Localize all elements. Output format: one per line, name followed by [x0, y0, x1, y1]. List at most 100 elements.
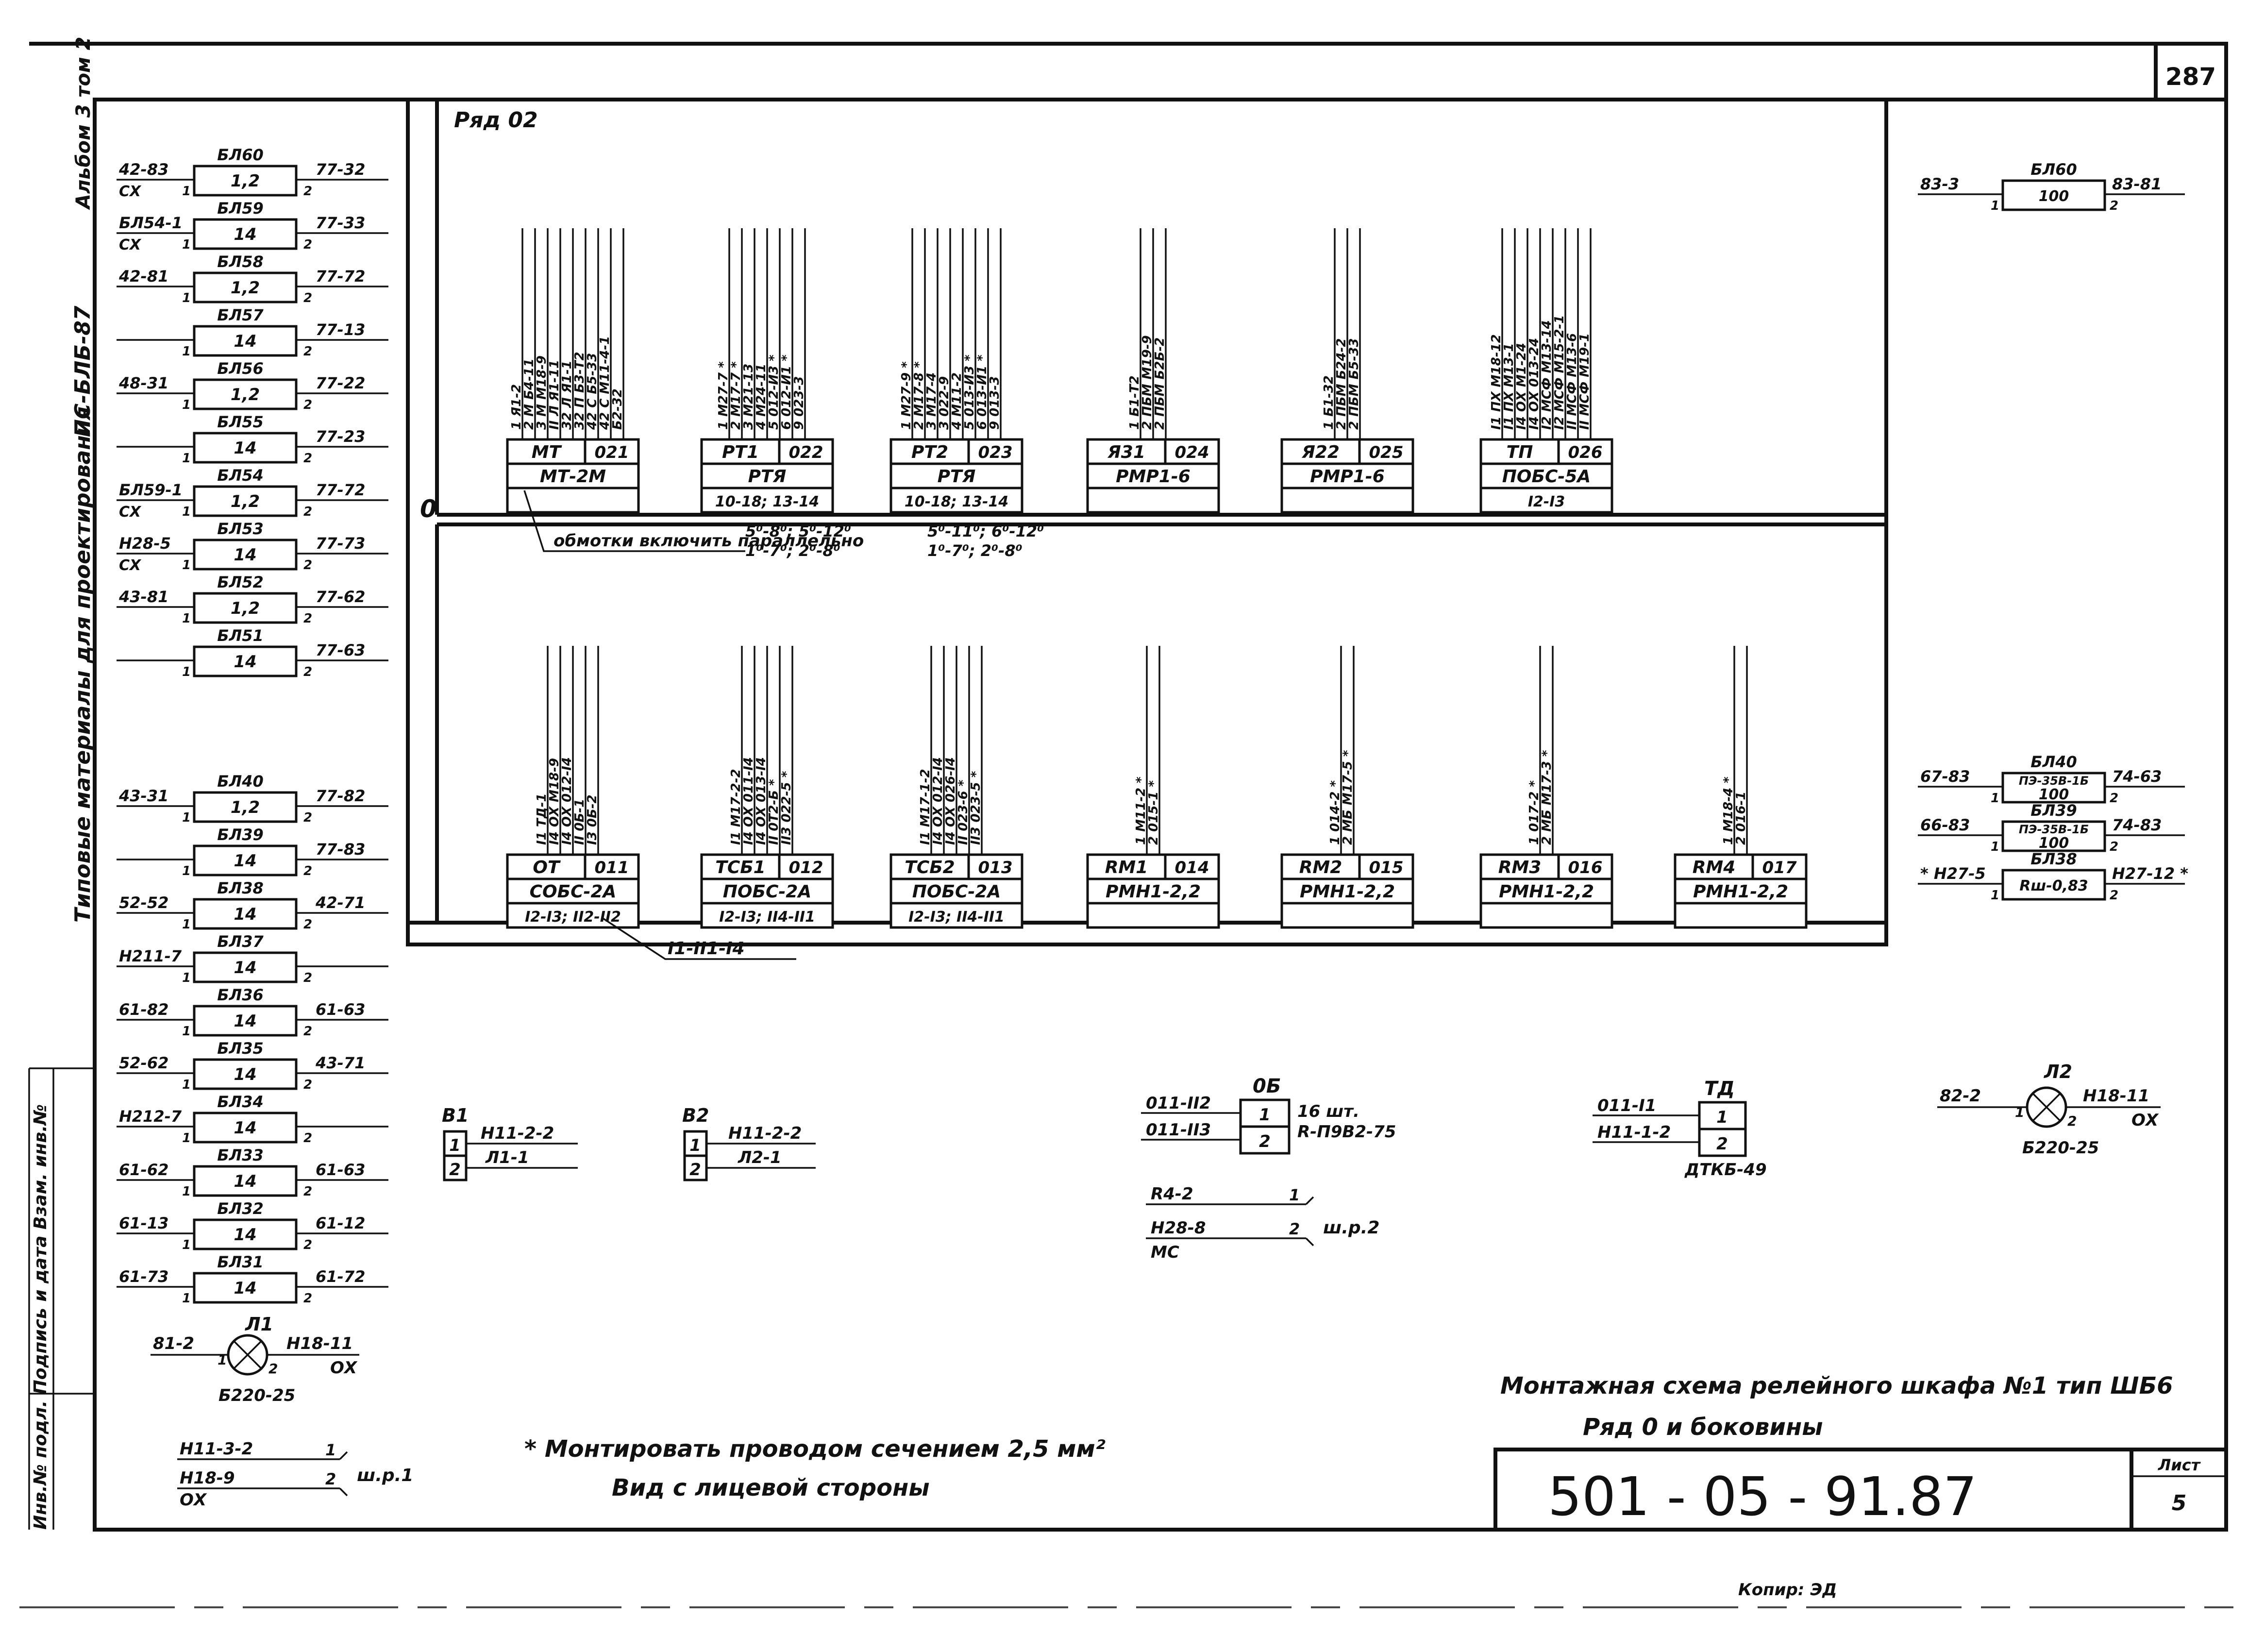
- resistor-body: [193, 1218, 298, 1250]
- resistor-name: БЛ39: [2030, 801, 2077, 820]
- device-wire-label: 2 016-1: [1734, 792, 1748, 845]
- title-caption-line2: Ряд 0 и боковины: [1583, 1414, 1823, 1441]
- lamp-l1-right-mark: ОХ: [330, 1358, 358, 1378]
- resistor-term2: 2: [303, 971, 312, 985]
- resistor-right-label: 77-62: [316, 588, 365, 606]
- resistor-term2: 2: [303, 558, 312, 573]
- device-wire-label: I3 0Б-2: [585, 794, 600, 845]
- device-extra-cell: [1479, 902, 1613, 929]
- resistor-term1: 1: [182, 558, 191, 573]
- block-ob: 0Б 1 2 011-II2 011-II3 16 шт. R-П9В2-75: [1141, 1075, 1396, 1155]
- device-wire-label: I2 МСФ М15-2-1: [1552, 315, 1567, 430]
- resistor-term1: 1: [1991, 888, 1999, 903]
- resistor-name: БЛ57: [217, 306, 264, 324]
- resistor-left-label: 83-3: [1920, 175, 1959, 193]
- resistor-right-label: 77-72: [316, 267, 365, 286]
- resistor-value: 14: [234, 958, 256, 978]
- device-type: РМН1-2,2: [1106, 882, 1201, 902]
- device-position: 026: [1568, 443, 1603, 462]
- bottom-jumper-label: I1-II1-I4: [668, 939, 745, 959]
- device-wire-label: II 023-6 *: [956, 779, 971, 845]
- resistor-body: [193, 378, 298, 410]
- title-caption-line1: Монтажная схема релейного шкафа №1 тип Ш…: [1500, 1372, 2173, 1399]
- cable-sr1-ends: [339, 1451, 348, 1497]
- device-code: ОТ: [533, 858, 561, 877]
- block-td: ТД 1 2 011-I1 Н11-1-2 ДТКБ-49: [1593, 1078, 1767, 1180]
- lamp-l2-left-label: 82-2: [1940, 1086, 1981, 1106]
- device-wire-label: I4 ОХ 011-I4: [741, 757, 756, 845]
- resistor-right-label: 77-63: [316, 641, 365, 659]
- resistor-term2: 2: [2110, 791, 2118, 806]
- resistor-left-label: Н211-7: [119, 947, 182, 965]
- resistor-name: БЛ51: [217, 626, 264, 645]
- resistor-term2: 2: [303, 665, 312, 679]
- resistor-right-label: 77-72: [316, 481, 365, 499]
- resistor-value: 1,2: [231, 385, 260, 405]
- resistor-name: БЛ60: [2030, 160, 2077, 179]
- resistor-right-label: 42-71: [315, 893, 365, 912]
- device-type-cell: [1280, 877, 1414, 905]
- resistor-value: 14: [234, 1172, 256, 1191]
- device-extra-cell: [889, 902, 1023, 929]
- resistor-body: [193, 791, 298, 823]
- device-type: РМР1-6: [1310, 467, 1385, 487]
- resistor-left-label: 52-52: [119, 893, 168, 912]
- resistor-name: БЛ37: [217, 932, 264, 951]
- device-wire-label: I1 ПХ М18-12: [1489, 334, 1504, 430]
- windings-note-leader: [523, 490, 745, 552]
- cable-sr1-t1: 1: [325, 1441, 336, 1459]
- resistor-right-label: 77-22: [316, 374, 365, 392]
- device-wire-label: 3 М21-13: [741, 364, 756, 430]
- resistor-right-label: 61-63: [316, 1000, 365, 1019]
- device-wire-label: 1 017-2 *: [1527, 780, 1542, 845]
- block-td-name: ТД: [1704, 1078, 1735, 1100]
- device-wire-label: 1 Б1-32: [1322, 375, 1336, 430]
- device-wire-label: I4 ОХ М1-24: [1514, 343, 1529, 430]
- resistor-value: 14: [234, 1279, 256, 1298]
- resistor-term1: 1: [182, 1078, 191, 1092]
- resistor-left-label: БЛ59-1: [119, 481, 183, 499]
- resistor-body: [193, 1112, 298, 1144]
- device-position: 011: [595, 858, 629, 877]
- device-wire-label: I1 ТД-1: [535, 793, 549, 845]
- device-extra-cell: [1086, 902, 1220, 929]
- cable-sr1-name: ш.р.1: [357, 1466, 413, 1485]
- resistor-body: [193, 485, 298, 517]
- resistor-body: [193, 271, 298, 303]
- device-code: ТСБ2: [905, 858, 955, 877]
- block-b1-term2: 2: [449, 1160, 461, 1180]
- device-type: РТЯ: [748, 467, 787, 487]
- resistor-term2: 2: [303, 291, 312, 305]
- resistor-right-label: 77-73: [316, 534, 365, 553]
- document-code: 501 - 05 - 91.87: [1548, 1466, 1977, 1528]
- resistor-term1: 1: [182, 971, 191, 985]
- lamp-l2-t2: 2: [2067, 1113, 2077, 1129]
- cable-sr2-w2: Н28-8: [1151, 1218, 1206, 1238]
- margin-text-album: Альбом 3 том 2: [72, 37, 95, 210]
- device-header-cell: [506, 438, 640, 465]
- rt1-note-b: 1⁰-7⁰; 2⁰-8⁰: [745, 541, 840, 560]
- device-type: РМН1-2,2: [1693, 882, 1788, 902]
- device-jumper: I2-I3; II2-II2: [525, 909, 621, 926]
- device-position: 021: [595, 443, 629, 462]
- device-wire-label: Б2-32: [610, 388, 625, 430]
- resistor-term1: 1: [182, 1184, 191, 1199]
- resistor-term1: 1: [182, 665, 191, 679]
- device-code: RМ2: [1299, 858, 1342, 877]
- resistor-term2: 2: [303, 451, 312, 466]
- resistor-left-mark: СХ: [119, 504, 142, 521]
- resistor-value: 100: [2039, 786, 2069, 803]
- device-code: ТП: [1507, 442, 1533, 462]
- resistor-left-label: 52-62: [119, 1054, 168, 1072]
- device-wire-label: 32 Л Я1-1: [560, 360, 574, 430]
- resistor-term1: 1: [182, 184, 191, 199]
- block-ob-spec2: R-П9В2-75: [1297, 1122, 1396, 1142]
- device-wire-label: 1 М27-9 *: [899, 361, 914, 430]
